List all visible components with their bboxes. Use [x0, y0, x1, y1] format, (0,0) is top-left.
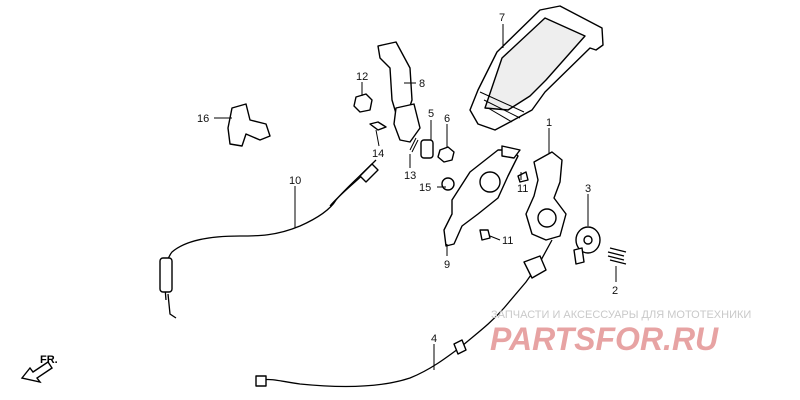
clamp-part [227, 103, 271, 147]
throttle-cable-part [159, 159, 379, 319]
control-arm-part [525, 151, 567, 241]
part-number-11-upper: 11 [517, 183, 528, 195]
front-direction-label: FR. [40, 354, 58, 366]
part-number-7: 7 [499, 12, 505, 24]
part-number-14: 14 [372, 148, 384, 160]
nut-part-6 [437, 146, 455, 163]
part-number-1: 1 [546, 117, 552, 129]
bolt-part [369, 121, 387, 131]
part-number-3: 3 [585, 183, 591, 195]
bracket-part [443, 145, 521, 247]
bolt-part-15 [441, 177, 455, 191]
watermark: ЗАПЧАСТИ И АКСЕССУАРЫ ДЛЯ МОТОТЕХНИКИ PA… [490, 309, 751, 357]
part-number-11-lower: 11 [502, 235, 513, 247]
part-number-9: 9 [444, 259, 450, 271]
nut-part [353, 93, 373, 113]
choke-cable-part [255, 239, 553, 388]
part-number-5: 5 [428, 108, 434, 120]
part-number-15: 15 [419, 182, 431, 194]
part-number-4: 4 [431, 333, 437, 345]
part-number-13: 13 [404, 170, 416, 182]
cover-part [469, 5, 604, 131]
front-direction-indicator: FR. [20, 354, 58, 384]
part-number-8: 8 [419, 78, 425, 90]
watermark-logo: PARTSFOR.RU [490, 321, 719, 357]
leader-lines [214, 24, 617, 370]
spring-part [607, 247, 627, 265]
pin-part [409, 137, 419, 153]
front-arrow-icon [20, 361, 53, 384]
part-number-6: 6 [444, 113, 450, 125]
part-number-16: 16 [197, 113, 209, 125]
part-number-10: 10 [289, 175, 301, 187]
pulley-part [573, 226, 601, 265]
watermark-tagline: ЗАПЧАСТИ И АКСЕССУАРЫ ДЛЯ МОТОТЕХНИКИ [491, 309, 751, 321]
collar-part [420, 139, 434, 159]
part-number-2: 2 [612, 285, 618, 297]
part-numbers: 7 8 12 5 6 16 14 13 1 11 15 10 11 3 9 2 … [197, 12, 618, 345]
part-number-12: 12 [356, 71, 368, 83]
lever-part [377, 41, 421, 143]
